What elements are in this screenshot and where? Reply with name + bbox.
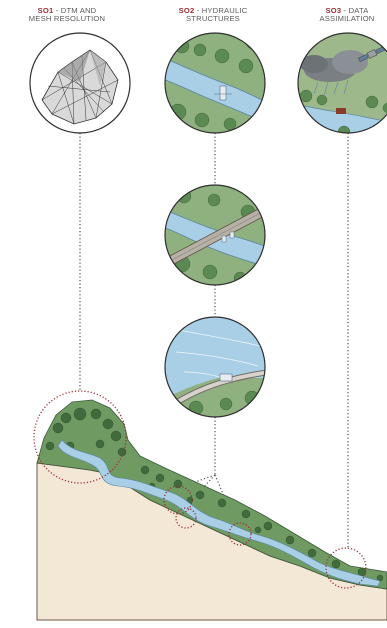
culvert-icon bbox=[220, 374, 232, 381]
so1-circle bbox=[30, 33, 130, 133]
soil-block bbox=[37, 463, 387, 620]
so2-circle-top bbox=[160, 30, 270, 140]
so2-circle-bridge bbox=[160, 182, 270, 292]
terrain-section bbox=[37, 400, 387, 620]
gauge-station-icon bbox=[336, 108, 346, 114]
so2-circle-culvert bbox=[160, 314, 270, 424]
so3-circle bbox=[296, 30, 387, 140]
